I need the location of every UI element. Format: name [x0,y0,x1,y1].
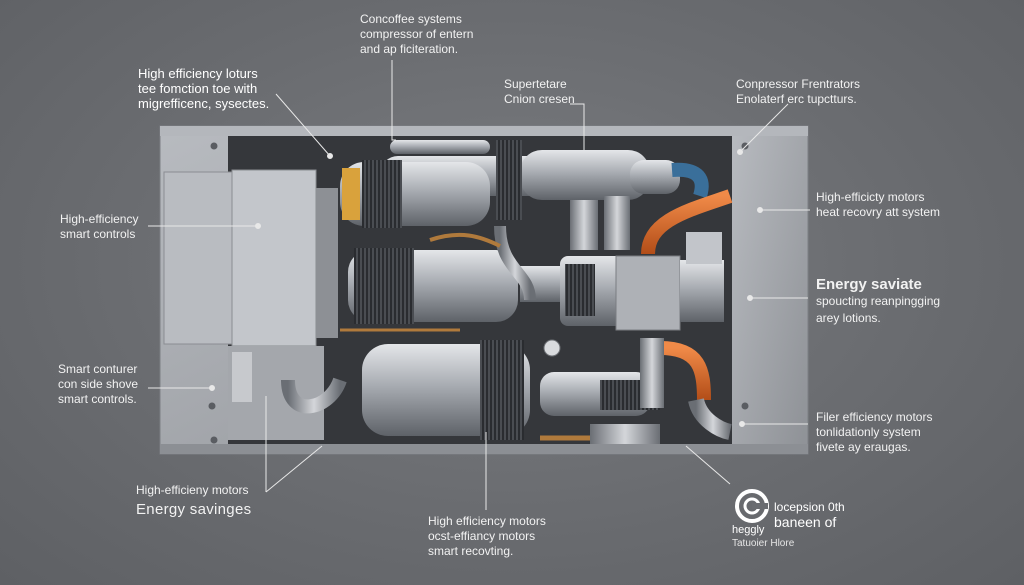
callout-line: tee fomction toe with [138,81,258,96]
callout-bottom-left-energy: High-efficieny motors Energy savinges [136,480,251,520]
callout-line: Smart conturer [58,362,138,376]
callout-line: Filer efficiency motors [816,410,933,424]
callout-top-compressor: Concoffee systems compressor of entern a… [360,12,473,57]
callout-line: spoucting reanpingging [816,294,941,308]
brand-sub-text: Tatuoier Hlore [732,538,795,549]
callout-right-motors: High-efficicty motors heat recovry att s… [816,190,940,220]
control-box [163,169,338,440]
callout-line: heat recovry att system [816,205,941,219]
valve-assembly [494,196,724,357]
compressor-top [340,160,490,228]
callout-heading: Energy savinges [136,501,252,518]
brand-tagline-line: baneen of [774,514,837,530]
callout-line: High-efficiency [60,212,139,226]
callout-line: migrefficenc, sysectes. [138,96,270,111]
callout-line: High efficiency loturs [138,66,258,81]
callout-top-right: Conpressor Frentrators Enolaterf erc tup… [736,77,860,107]
callout-line: tonlidationly system [816,425,921,439]
orange-pipes [340,189,733,441]
callout-line: High-efficieny motors [136,483,249,497]
callout-line: smart recovting. [428,544,514,558]
callout-line: High efficiency motors [428,514,546,528]
brand-mark-text: heggly [732,524,765,536]
callout-line: compressor of entern [360,27,474,41]
callout-left-container: Smart conturer con side shove smart cont… [58,362,138,407]
motor-bottom [281,338,733,444]
callout-line: fivete ay eraugas. [816,440,911,454]
callout-line: and ap ficiteration. [360,42,459,56]
callout-line: Conpressor Frentrators [736,77,861,91]
callout-line: arey lotions. [816,311,881,325]
callout-heading: Energy saviate [816,276,922,293]
callout-line: smart controls. [58,392,137,406]
callout-line: Supertetare [504,77,567,91]
brand-logo: heggly Tatuoier Hlore locepsion 0th bane… [732,488,852,549]
brand-mark-icon [735,489,769,523]
brand-tagline: locepsion 0th baneen of [774,500,845,530]
callout-top-left: High efficiency loturs tee fomction toe … [138,66,269,111]
callout-right-energy: Energy saviate spoucting reanpingging ar… [816,276,940,327]
leader-lines [148,60,810,510]
callout-bottom-center: High efficiency motors ocst-effiancy mot… [428,514,546,559]
callout-top-super: Supertetare Cnion cresen [504,77,575,107]
callout-left-controls: High-efficiency smart controls [60,212,138,242]
callout-line: Cnion cresen [504,92,575,106]
callout-line: Concoffee systems [360,12,462,26]
callout-line: ocst-effiancy motors [428,529,536,543]
callout-line: smart controls [60,227,136,241]
callout-line: con side shove [58,377,139,391]
callout-line: High-efficicty motors [816,190,925,204]
callout-line: Enolaterf erc tupctturs. [736,92,857,106]
callout-right-filer: Filer efficiency motors tonlidationly sy… [816,410,932,455]
motor-middle [348,248,560,324]
brand-tagline-line: locepsion 0th [774,500,845,514]
